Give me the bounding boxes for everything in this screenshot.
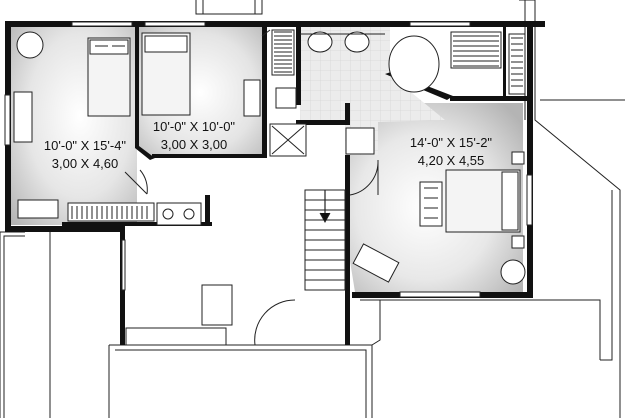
- chair: [16, 31, 44, 59]
- bedroom-3-dims-metric: 3,00 X 3,00: [160, 137, 228, 152]
- chair-master: [500, 259, 526, 285]
- stairs: [304, 189, 346, 291]
- bedroom-2-dims-imperial: 10'-0" X 15'-4": [43, 138, 127, 153]
- sink-1: [307, 31, 333, 53]
- room-label-master-bedroom: 14'-0" X 15'-2" 4,20 X 4,55: [395, 134, 507, 170]
- dresser-2: [243, 79, 261, 117]
- bedroom-2-dims-metric: 3,00 X 4,60: [51, 156, 119, 171]
- armchair: [201, 284, 233, 326]
- linen-closet: [345, 127, 375, 155]
- dresser: [13, 91, 33, 143]
- room-label-bedroom-2: 10'-0" X 15'-4" 3,00 X 4,60: [30, 137, 140, 173]
- sink-2: [344, 31, 370, 53]
- door-swings: [124, 29, 379, 346]
- master-bedroom-dims-metric: 4,20 X 4,55: [417, 153, 485, 168]
- furniture: [13, 31, 526, 346]
- room-label-bedroom-3: 10'-0" X 10'-0" 3,00 X 3,00: [138, 118, 250, 154]
- bedroom-3-dims-imperial: 10'-0" X 10'-0": [152, 119, 236, 134]
- desk-master: [352, 243, 400, 283]
- closets: [67, 29, 526, 222]
- master-bedroom-dims-imperial: 14'-0" X 15'-2": [409, 135, 493, 150]
- bathtub: [388, 35, 440, 93]
- toilet: [275, 87, 297, 109]
- desk: [17, 199, 59, 219]
- bench: [419, 181, 443, 227]
- windows: [4, 21, 533, 298]
- nightstand-2: [511, 235, 525, 249]
- nightstand-1: [511, 151, 525, 165]
- sofa: [125, 327, 227, 346]
